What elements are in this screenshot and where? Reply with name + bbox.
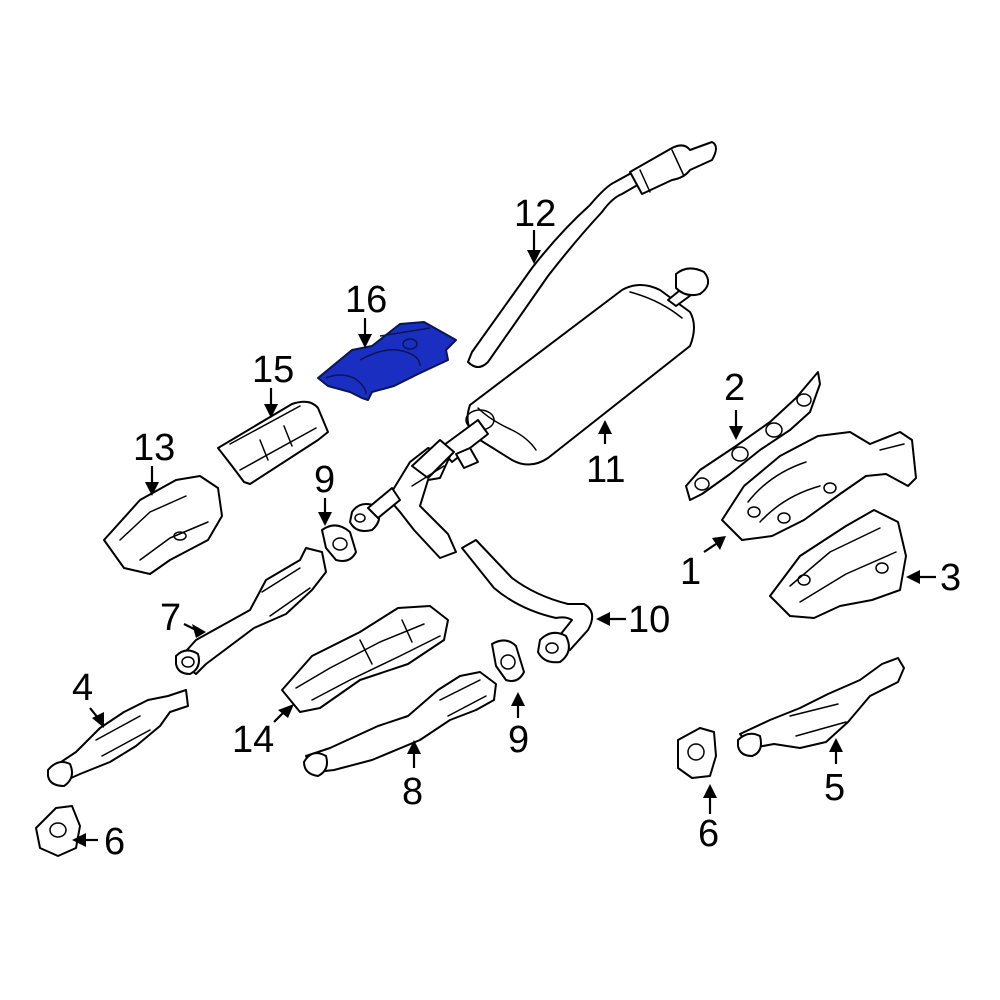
callout-1: 1 <box>680 551 701 593</box>
callout-5: 5 <box>824 767 845 809</box>
part-9-gasket-lower[interactable] <box>491 639 525 682</box>
callout-16: 16 <box>345 279 387 321</box>
part-6-gasket-left[interactable] <box>35 805 81 857</box>
part-3-heat-shield[interactable] <box>769 509 907 619</box>
callout-7: 7 <box>160 597 181 639</box>
callout-6-left: 6 <box>104 821 125 863</box>
part-8-front-pipe[interactable] <box>303 671 497 777</box>
callout-15: 15 <box>252 349 294 391</box>
part-16-heat-shield[interactable] <box>317 321 457 401</box>
callout-10: 10 <box>628 599 670 641</box>
callout-4: 4 <box>72 667 93 709</box>
part-13-heat-shield[interactable] <box>103 475 223 575</box>
callout-14: 14 <box>232 719 274 761</box>
part-14-heat-shield[interactable] <box>281 605 449 713</box>
callout-8: 8 <box>402 771 423 813</box>
part-1-exhaust-manifold[interactable] <box>721 431 917 541</box>
callout-12: 12 <box>514 193 556 235</box>
part-7-front-pipe[interactable] <box>175 547 327 675</box>
y-pipe-assembly <box>349 439 479 559</box>
callout-11: 11 <box>586 449 625 491</box>
part-9-gasket-upper[interactable] <box>321 524 357 562</box>
callout-9-upper: 9 <box>314 459 335 501</box>
callout-6-right: 6 <box>698 813 719 855</box>
part-4-converter[interactable] <box>47 689 189 787</box>
part-10-center-pipe[interactable] <box>461 539 594 664</box>
callout-13: 13 <box>133 427 175 469</box>
part-2-gasket[interactable] <box>685 371 821 501</box>
callout-3: 3 <box>940 557 961 599</box>
leader-lines <box>72 230 936 847</box>
callout-labels: 12 16 15 13 9 11 2 1 3 10 7 4 14 8 9 5 6… <box>72 193 961 863</box>
callout-2: 2 <box>724 367 745 409</box>
part-5-converter[interactable] <box>737 657 905 757</box>
callout-9-lower: 9 <box>508 719 529 761</box>
part-15-heat-shield[interactable] <box>217 400 329 485</box>
part-12-tail-pipe[interactable] <box>467 141 717 368</box>
part-6-gasket-right[interactable] <box>677 727 717 779</box>
